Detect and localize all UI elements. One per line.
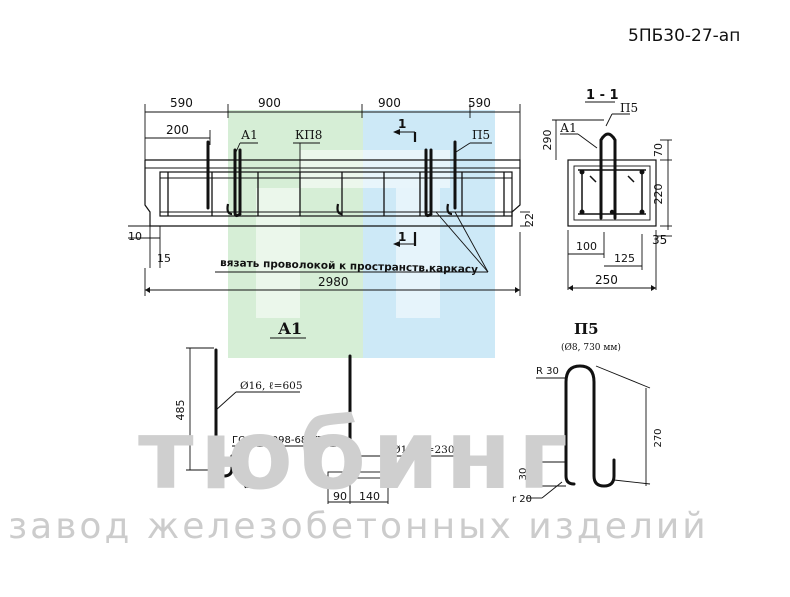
section-title: 1 - 1 <box>586 88 619 103</box>
dim-590-left: 590 <box>170 96 193 110</box>
label-p5-main: П5 <box>472 128 490 142</box>
dim-220: 220 <box>652 184 665 205</box>
label-p5-section: П5 <box>620 101 638 115</box>
section-mark-top: 1 <box>398 117 406 131</box>
p5-subtitle: (Ø8, 730 мм) <box>561 342 621 353</box>
dim-2980: 2980 <box>318 275 349 289</box>
heading-p5: П5 <box>574 320 599 338</box>
dim-900-left: 900 <box>258 96 281 110</box>
spec-bar-a1: Ø16, ℓ=605 <box>240 380 303 392</box>
dim-30: 30 <box>518 468 529 481</box>
dim-270: 270 <box>653 428 664 447</box>
dim-200: 200 <box>166 123 189 137</box>
section-mark-bottom: 1 <box>398 230 406 244</box>
dim-70: 70 <box>652 143 665 157</box>
dim-900-right: 900 <box>378 96 401 110</box>
dim-125: 125 <box>614 252 635 265</box>
dim-100: 100 <box>576 240 597 253</box>
dim-290: 290 <box>541 130 554 151</box>
gost-label: ГОСТ14098-68-КТ-2 <box>232 435 334 446</box>
dim-35: 35 <box>652 233 667 247</box>
label-a1-section: А1 <box>560 121 577 135</box>
heading-a1: А1 <box>278 319 302 338</box>
watermark-big: тюбинг <box>138 399 574 511</box>
dim-22: 22 <box>523 213 536 227</box>
detail-p5 <box>526 364 651 499</box>
watermark-logo <box>228 110 495 358</box>
dim-250: 250 <box>595 273 618 287</box>
dim-r20: r 20 <box>512 494 532 505</box>
dim-r30: R 30 <box>536 366 559 377</box>
watermark-small: завод железобетонных изделий <box>8 506 709 547</box>
document-code: 5ПБ30-27-ап <box>628 26 741 46</box>
section-1-1 <box>552 101 672 291</box>
detail-a1 <box>186 337 455 504</box>
dim-10: 10 <box>128 230 142 243</box>
spec-hook-a1: Ø10 <box>244 479 266 491</box>
label-kp8: КП8 <box>295 128 322 142</box>
main-elevation <box>128 104 530 296</box>
dim-485: 485 <box>174 400 187 421</box>
dim-15: 15 <box>157 252 171 265</box>
spec-plate: Ø10, ℓ=230 <box>392 444 455 456</box>
label-a1-main: А1 <box>241 128 258 142</box>
dim-90: 90 <box>333 490 347 503</box>
dim-140: 140 <box>359 490 380 503</box>
watermark-text: тюбинг завод железобетонных изделий <box>8 399 709 547</box>
dim-590-right: 590 <box>468 96 491 110</box>
